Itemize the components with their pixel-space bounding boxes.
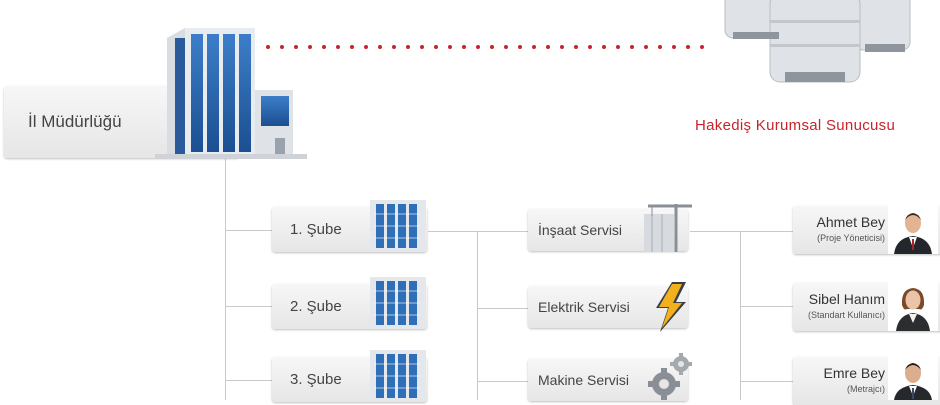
connector-person-2: [740, 306, 793, 307]
building-icon: [370, 350, 426, 400]
connector-branch-to-service: [428, 231, 528, 232]
connector-service-to-person: [690, 231, 793, 232]
person-avatar-icon: [888, 204, 938, 254]
person-name-3: Emre Bey: [823, 365, 885, 381]
branch-label-1: 1. Şube: [290, 221, 342, 238]
gears-icon: [648, 353, 692, 400]
person-role-2: (Standart Kullanıcı): [807, 310, 885, 320]
connector-branch-3: [225, 380, 273, 381]
person-trunk-line: [740, 231, 741, 400]
lightning-bolt-icon: [656, 282, 686, 332]
dotted-link-line: [266, 45, 710, 49]
construction-crane-icon: [644, 204, 692, 252]
service-trunk-line: [477, 231, 478, 400]
person-name-2: Sibel Hanım: [808, 291, 885, 307]
hq-trunk-line: [225, 158, 226, 400]
branch-label-2: 2. Şube: [290, 298, 342, 315]
building-icon: [370, 200, 426, 252]
connector-service-3: [477, 381, 528, 382]
server-label: Hakediş Kurumsal Sunucusu: [695, 117, 896, 134]
connector-person-3: [740, 381, 793, 382]
connector-service-2: [477, 308, 528, 309]
person-avatar-icon: [888, 281, 938, 331]
headquarters-label: İl Müdürlüğü: [28, 112, 122, 131]
database-server-icon: [724, 0, 911, 83]
office-building-icon: [155, 28, 307, 159]
connector-branch-1: [225, 230, 273, 231]
person-name-1: Ahmet Bey: [816, 214, 885, 230]
service-label-3: Makine Servisi: [538, 372, 630, 388]
person-role-3: (Metrajcı): [847, 384, 885, 394]
branch-label-3: 3. Şube: [290, 371, 342, 388]
connector-branch-2: [225, 306, 273, 307]
person-role-1: (Proje Yöneticisi): [817, 233, 885, 243]
building-icon: [370, 277, 426, 329]
service-label-1: İnşaat Servisi: [538, 222, 623, 238]
person-avatar-icon: [888, 355, 938, 400]
service-label-2: Elektrik Servisi: [538, 299, 630, 315]
